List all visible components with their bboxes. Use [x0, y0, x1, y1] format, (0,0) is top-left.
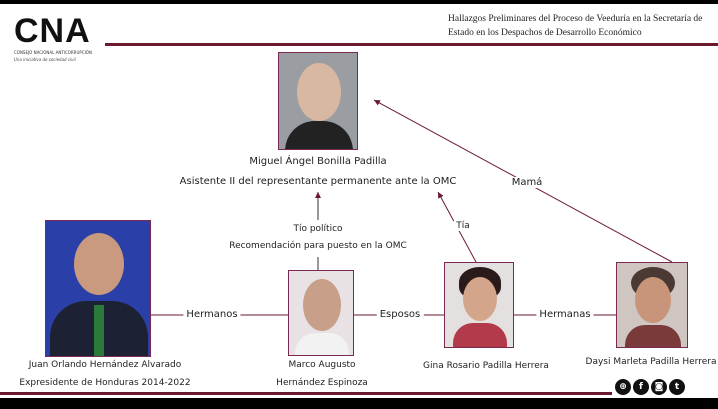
label-tio-politico: Tío político: [293, 224, 343, 234]
name-miguel: Miguel Ángel Bonilla Padilla: [249, 156, 387, 167]
name-marco-line2: Hernández Espinoza: [276, 378, 368, 388]
label-hermanos: Hermanos: [183, 309, 241, 320]
label-tia: Tía: [453, 221, 473, 231]
label-recomendacion: Recomendación para puesto en la OMC: [229, 241, 407, 251]
name-gina: Gina Rosario Padilla Herrera: [423, 361, 549, 371]
name-daysi: Daysi Marleta Padilla Herrera: [585, 357, 717, 367]
footer-divider: [0, 392, 612, 395]
photo-miguel-bonilla: [278, 52, 358, 150]
role-juan-orlando: Expresidente de Honduras 2014-2022: [19, 378, 191, 388]
name-juan-orlando: Juan Orlando Hernández Alvarado: [28, 360, 182, 370]
twitter-icon[interactable]: t: [669, 379, 685, 395]
label-esposos: Esposos: [376, 309, 424, 320]
logo-subtitle: CONSEJO NACIONAL ANTICORRUPCIÓN: [14, 50, 92, 55]
label-mama: Mamá: [508, 177, 546, 188]
header-divider: [105, 43, 718, 46]
title-line-2: Estado en los Despachos de Desarrollo Ec…: [448, 28, 642, 38]
role-miguel: Asistente II del representante permanent…: [179, 176, 457, 187]
logo-tagline: Una iniciativa de sociedad civil: [14, 57, 76, 62]
social-icons: ⊕ f ◙ t: [615, 379, 685, 395]
photo-daysi-marleta: [616, 262, 688, 348]
photo-marco-augusto: [288, 270, 354, 356]
cna-logo: CNA: [14, 12, 91, 50]
globe-icon[interactable]: ⊕: [615, 379, 631, 395]
instagram-icon[interactable]: ◙: [651, 379, 667, 395]
label-hermanas: Hermanas: [536, 309, 594, 320]
title-line-1: Hallazgos Preliminares del Proceso de Ve…: [448, 14, 703, 24]
page-title: Hallazgos Preliminares del Proceso de Ve…: [448, 12, 718, 40]
photo-gina-rosario: [444, 262, 514, 348]
photo-juan-orlando: [45, 220, 151, 357]
name-marco-line1: Marco Augusto: [288, 360, 356, 370]
facebook-icon[interactable]: f: [633, 379, 649, 395]
bottom-bar: [0, 398, 718, 409]
top-bar: [0, 0, 718, 4]
